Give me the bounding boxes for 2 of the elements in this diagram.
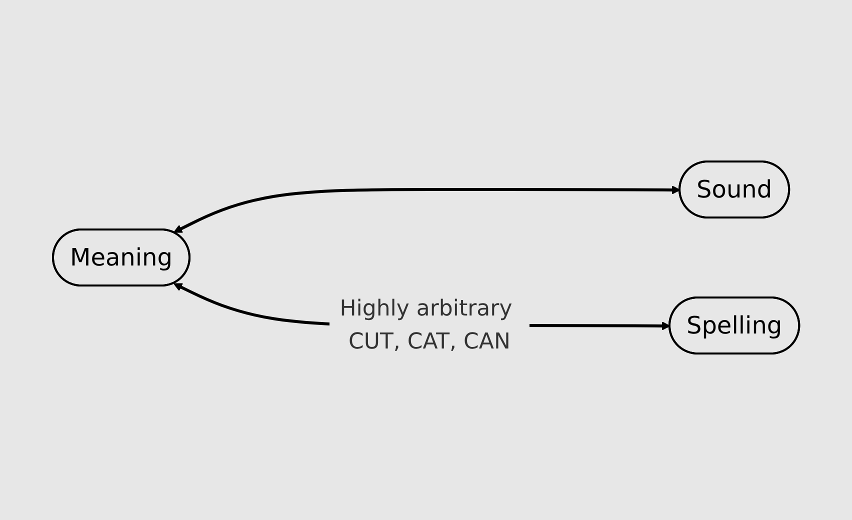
edge-label: Highly arbitrary CUT, CAT, CAN — [340, 296, 512, 354]
arrow — [173, 186, 680, 233]
